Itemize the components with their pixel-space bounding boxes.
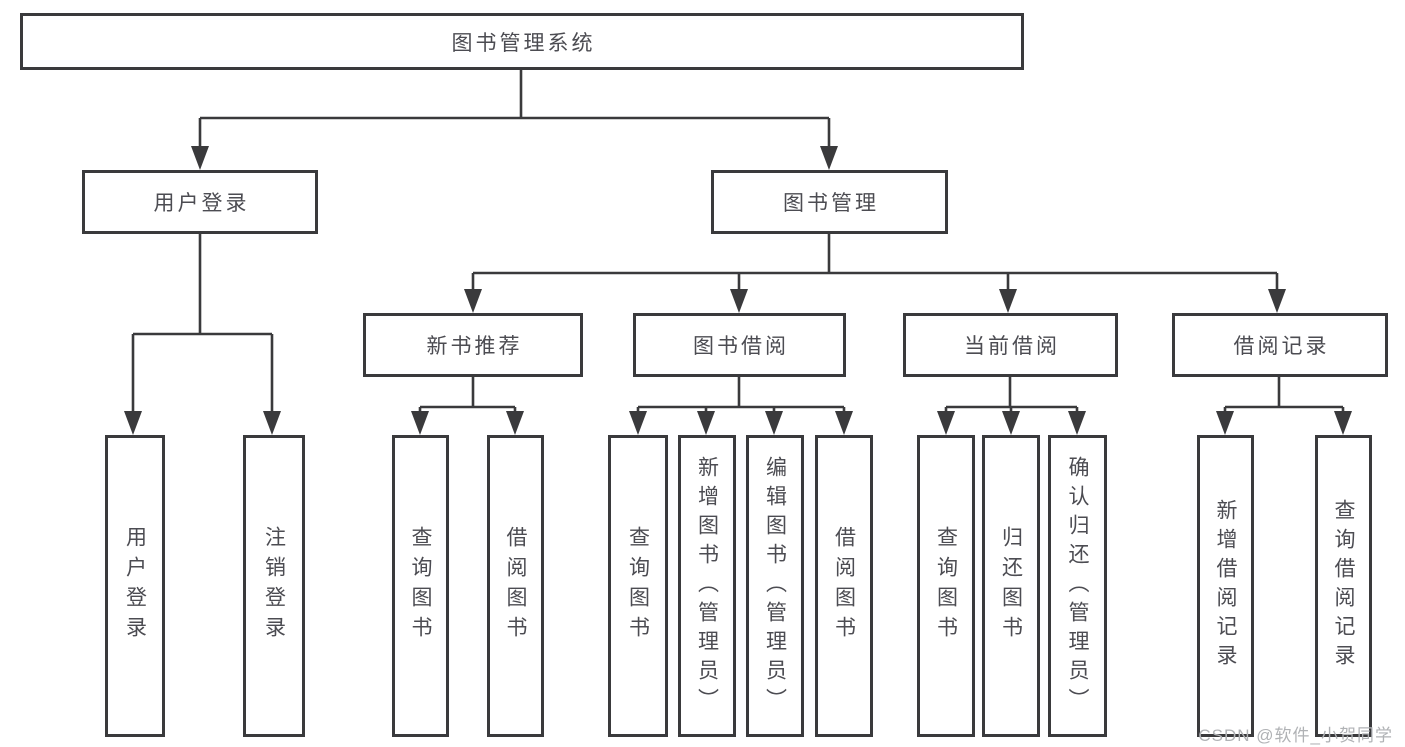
node-current-borrow: 当前借阅 (903, 313, 1118, 377)
leaf-query-borrow-record: 查询借阅记录 (1315, 435, 1372, 737)
leaf-query-books-2: 查询图书 (608, 435, 668, 737)
leaf-logout: 注销登录 (243, 435, 305, 737)
leaf-borrow-books-1: 借阅图书 (487, 435, 544, 737)
leaf-edit-books-admin: 编辑图书（管理员） (746, 435, 804, 737)
node-borrow-records: 借阅记录 (1172, 313, 1388, 377)
csdn-watermark: CSDN @软件_小贺同学 (1198, 726, 1393, 745)
leaf-add-books-admin: 新增图书（管理员） (678, 435, 736, 737)
node-user-login: 用户登录 (82, 170, 318, 234)
leaf-add-borrow-record: 新增借阅记录 (1197, 435, 1254, 737)
node-book-management: 图书管理 (711, 170, 948, 234)
leaf-borrow-books-2: 借阅图书 (815, 435, 873, 737)
leaf-user-login: 用户登录 (105, 435, 165, 737)
node-new-book-recommend: 新书推荐 (363, 313, 583, 377)
leaf-return-books: 归还图书 (982, 435, 1040, 737)
node-book-borrow: 图书借阅 (633, 313, 846, 377)
leaf-query-books-1: 查询图书 (392, 435, 449, 737)
leaf-query-books-3: 查询图书 (917, 435, 975, 737)
leaf-confirm-return-admin: 确认归还（管理员） (1048, 435, 1107, 737)
node-library-system: 图书管理系统 (20, 13, 1024, 70)
